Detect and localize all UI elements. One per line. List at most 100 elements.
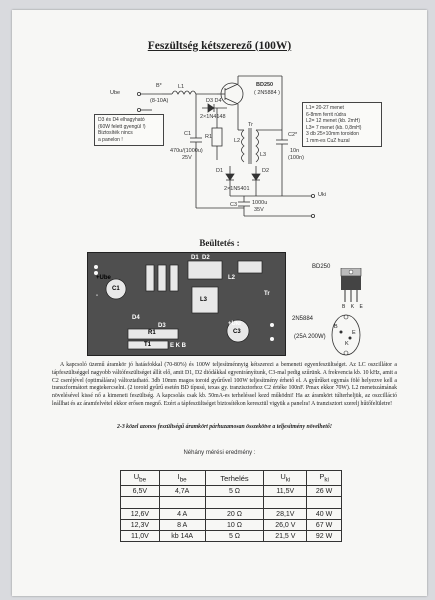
note-right-line: L3= 7 menet (kb. 0,8mH) (306, 124, 362, 131)
document-page: Feszültség kétszerező (100W) (12, 10, 427, 596)
table-spacer-row (120, 496, 342, 509)
table-cell: 11,5V (263, 485, 308, 497)
note-left-line: (60W felett gyengül !) (98, 123, 146, 130)
c1-voltage-label: 25V (182, 155, 192, 161)
c1-value-label: 470u/(1000u) (170, 148, 203, 154)
pcb-c1-label: C1 (112, 286, 120, 292)
note-left-line: D3 és D4 elhagyható (98, 117, 145, 123)
transistor-label: BD250 (256, 82, 274, 88)
d2-label: D2 (262, 168, 270, 174)
pcb-drawing (94, 260, 274, 350)
table-cell: 10 Ω (204, 519, 265, 531)
fuse-label: B* (156, 83, 162, 89)
2n5884-pin-k: K (345, 341, 349, 347)
table-cell: 92 W (306, 530, 342, 542)
c2-value-label: 10n (290, 148, 300, 154)
pcb-ekb-label: E K B (170, 343, 187, 349)
d1d2-part-label: 2×1N5401 (224, 186, 250, 192)
c3-value-label: 1000u (252, 200, 268, 206)
pcb-t1-label: T1 (144, 342, 152, 348)
note-right-line: 6-8mm ferrit rúdra (306, 111, 347, 118)
2n5884-pin-b: B (334, 324, 338, 330)
table-header-row: Ube Ibe Terhelés Uki Pki (120, 470, 342, 486)
table-cell: 4 A (158, 508, 206, 520)
l3-label: L3 (260, 152, 267, 158)
table-cell: 21,5 V (263, 530, 308, 542)
table-cell: 28,1V (263, 508, 308, 520)
pcb-c3-label: C3 (233, 329, 241, 335)
pcb-layout: +Ube - C1 D1 D2 L2 L3 Tr +Uki C3 D4 D3 R… (87, 252, 286, 356)
c3-label: C3 (230, 202, 238, 208)
table-cell: 8 A (158, 519, 206, 531)
pcb-ube-label: +Ube (96, 275, 111, 281)
header-pki: Pki (306, 470, 342, 486)
transistor-alt-label: ( 2N5884 ) (254, 90, 280, 96)
pcb-d1-label: D1 (191, 255, 199, 261)
table-cell: 6,5V (120, 485, 160, 497)
pcb-d4-label: D4 (132, 315, 140, 321)
l1-label: L1 (178, 84, 185, 90)
ube-label: Ube (110, 90, 121, 96)
parallel-note: 2-3 közel azonos feszültségű áramkört pá… (117, 424, 332, 430)
fuse-rating-label: (8-10A) (150, 98, 169, 104)
table-cell: kb 14A (158, 530, 206, 542)
uki-label: Uki (318, 192, 326, 198)
header-ube: Ube (120, 470, 160, 486)
c2-alt-label: (100n) (288, 155, 304, 161)
table-cell: 26 W (306, 485, 342, 497)
header-ibe: Ibe (158, 470, 206, 486)
note-left-box: D3 és D4 elhagyható (60W felett gyengül … (94, 114, 164, 146)
pcb-l2-label: L2 (228, 275, 236, 281)
table-cell: 67 W (306, 519, 342, 531)
pcb-tr-label: Tr (264, 291, 270, 297)
page-title: Feszültség kétszerező (100W) (147, 40, 292, 52)
header-terheles: Terhelés (204, 470, 265, 486)
c3-voltage-label: 35V (254, 207, 264, 213)
diode-part-label: 2×1N4148 (200, 114, 226, 120)
table-cell: 20 Ω (204, 508, 265, 520)
table-cell: 12,6V (120, 508, 160, 520)
d1-label: D1 (216, 168, 224, 174)
table-cell: 26,0 V (263, 519, 308, 531)
layout-section-title: Beültetés : (199, 238, 240, 248)
note-right-line: 3 db 25×10mm toroidon (306, 131, 359, 137)
pcb-minus-label: - (96, 293, 98, 299)
pcb-l3-label: L3 (200, 297, 208, 303)
note-right-line: L1= 20-27 menet (306, 105, 344, 111)
measurements-table: Ube Ibe Terhelés Uki Pki 6,5V 4,7A 5 Ω 1… (120, 470, 342, 542)
c2-label: C2* (288, 132, 298, 138)
bd250-package-icon (340, 268, 362, 302)
pcb-r1-label: R1 (148, 330, 156, 336)
table-row: 12,6V 4 A 20 Ω 28,1V 40 W (120, 508, 342, 520)
2n5884-package-icon (331, 314, 361, 356)
bd250-pins-label: B K E (342, 304, 365, 310)
note-right-line: 1 mm-es CuZ huzal (306, 137, 350, 144)
d3-d4-label: D3 D4 (206, 98, 222, 104)
note-left-line: Biztosíték nincs (98, 130, 133, 136)
table-cell: 40 W (306, 508, 342, 520)
description-paragraph: A kapcsoló üzemű áramkör jó hatásfokkal … (52, 362, 397, 408)
table-row: 6,5V 4,7A 5 Ω 11,5V 26 W (120, 485, 342, 497)
measurements-title: Néhány mérési eredmény : (183, 450, 256, 456)
l2-label: L2 (234, 138, 241, 144)
2n5884-rating-label: (25A 200W) (294, 334, 326, 340)
pcb-d3-label: D3 (158, 323, 166, 329)
table-row: 11,0V kb 14A 5 Ω 21,5 V 92 W (120, 530, 342, 542)
2n5884-label: 2N5884 (292, 316, 314, 322)
circuit-schematic (137, 75, 315, 218)
pcb-d2-label: D2 (202, 255, 210, 261)
c1-label: C1 (184, 131, 192, 137)
table-row: 12,3V 8 A 10 Ω 26,0 V 67 W (120, 519, 342, 531)
2n5884-pin-e: E (352, 330, 356, 336)
table-cell: 11,0V (120, 530, 160, 542)
pcb-uki-label: +Uki (228, 321, 241, 327)
note-right-box: L1= 20-27 menet 6-8mm ferrit rúdra L2= 1… (302, 102, 382, 147)
note-right-line: L2= 12 menet (kb. 2mH) (306, 118, 361, 124)
table-cell: 4,7A (158, 485, 206, 497)
tr-label: Tr (248, 122, 253, 128)
table-cell: 5 Ω (204, 530, 265, 542)
header-uki: Uki (263, 470, 308, 486)
note-left-line: a panelon ! (98, 136, 123, 143)
r1-label: R1 (205, 134, 213, 140)
table-cell: 12,3V (120, 519, 160, 531)
